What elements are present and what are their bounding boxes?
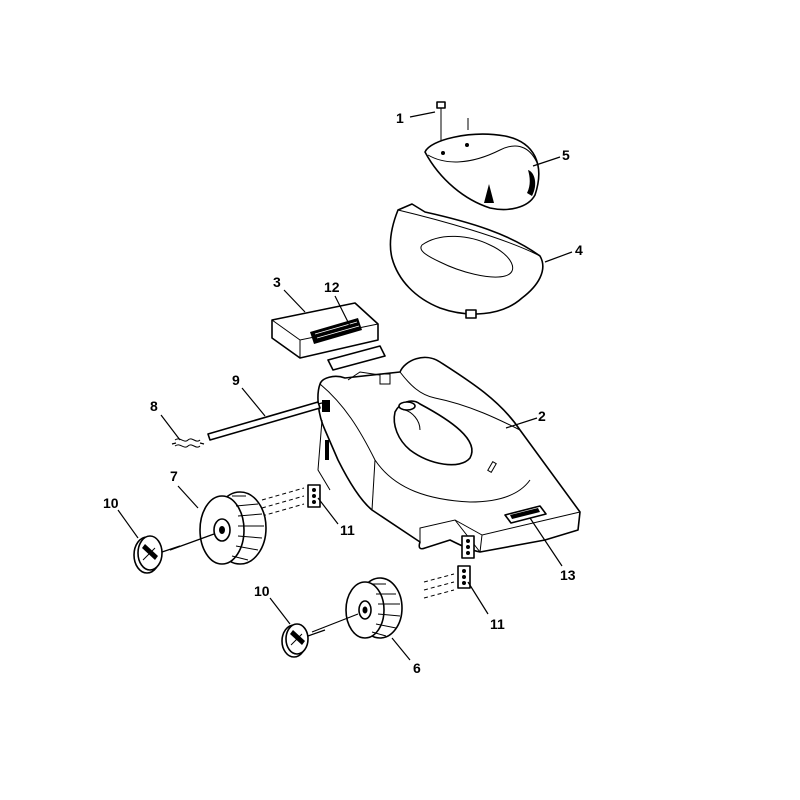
- part-chute-flap: [271, 302, 386, 371]
- part-bracket-plate-upper: [261, 484, 321, 517]
- callout-11-upper: 11: [340, 522, 355, 538]
- part-spring: [171, 438, 205, 448]
- callout-1: 1: [396, 110, 404, 126]
- part-bracket-plate-lower: [423, 565, 471, 599]
- callout-13: 13: [560, 567, 576, 583]
- part-motor-housing: [389, 203, 544, 319]
- callout-11-lower: 11: [490, 616, 505, 632]
- leader-11b: [467, 581, 489, 615]
- callout-10-right: 10: [254, 583, 270, 599]
- part-hub-cap-left: [133, 535, 181, 574]
- part-motor-cover: [424, 133, 540, 211]
- leader-4: [544, 251, 573, 263]
- part-mower-deck: [317, 356, 581, 559]
- leader-9: [241, 387, 266, 417]
- callout-4: 4: [575, 242, 583, 258]
- leader-12: [334, 295, 351, 327]
- part-hub-cap-right: [281, 623, 326, 658]
- callout-10-left: 10: [103, 495, 119, 511]
- callout-12: 12: [324, 279, 340, 295]
- part-rear-wheel: [169, 491, 267, 565]
- callout-7: 7: [170, 468, 178, 484]
- leader-1: [409, 111, 436, 118]
- part-axle-rod: [207, 401, 327, 441]
- callout-6: 6: [413, 660, 421, 676]
- callout-8: 8: [150, 398, 158, 414]
- leader-5: [532, 156, 561, 167]
- leader-10a: [117, 509, 139, 539]
- leader-lines: [117, 111, 573, 661]
- leader-8: [160, 414, 181, 441]
- callout-5: 5: [562, 147, 570, 163]
- callout-labels: 1 2 3 4 5 6 7 8 9 10 10 11 11 12 13: [103, 110, 583, 676]
- leader-3: [283, 289, 306, 313]
- leader-7: [177, 485, 199, 509]
- leader-11a: [317, 497, 339, 525]
- leader-10b: [269, 597, 291, 625]
- leader-6: [391, 637, 411, 661]
- part-front-wheel: [311, 577, 403, 639]
- callout-2: 2: [538, 408, 546, 424]
- leader-13: [529, 517, 563, 567]
- callout-9: 9: [232, 372, 240, 388]
- leader-2: [505, 417, 538, 429]
- callout-3: 3: [273, 274, 281, 290]
